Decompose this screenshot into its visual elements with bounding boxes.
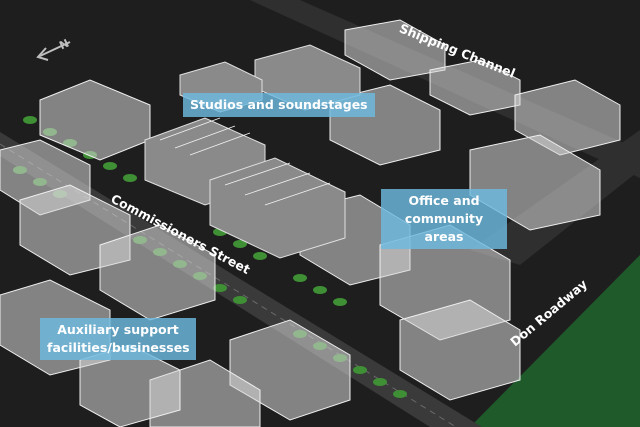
callout-auxiliary: Auxiliary support facilities/businesses (40, 318, 196, 360)
studio-roof-lines (159, 117, 331, 206)
commissioners-street (0, 132, 482, 427)
callout-studios: Studios and soundstages (183, 93, 375, 117)
north-arrow-icon (36, 41, 71, 61)
green-space (470, 255, 640, 427)
callout-office: Office and community areas (381, 189, 507, 249)
